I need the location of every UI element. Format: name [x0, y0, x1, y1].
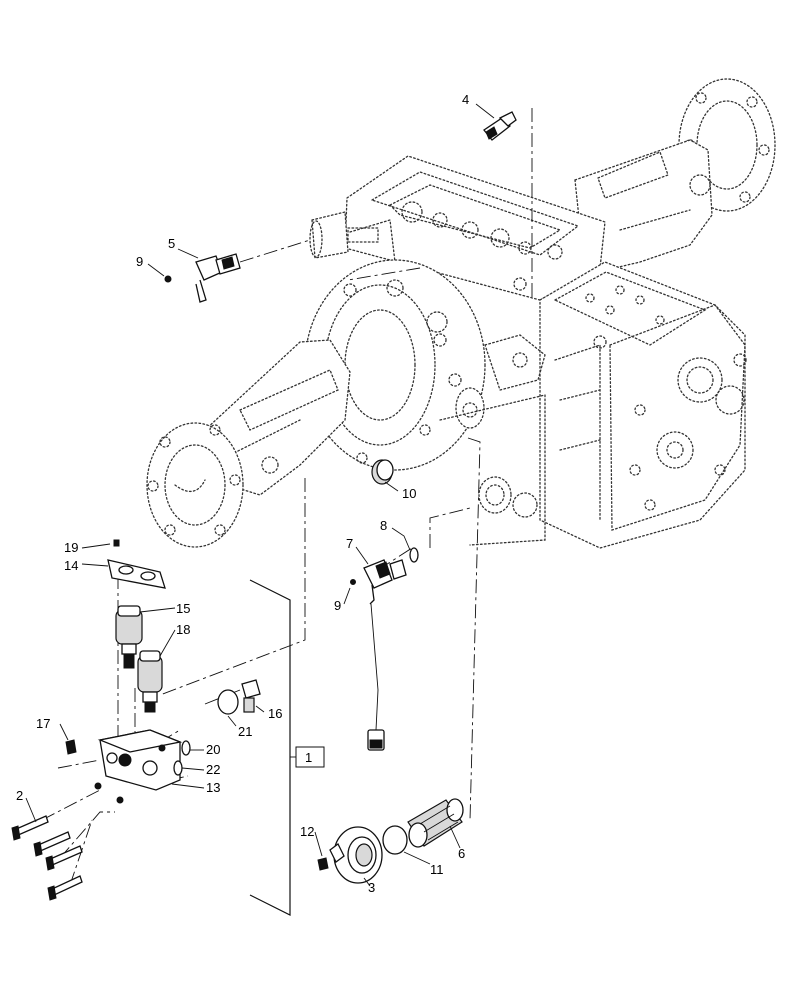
transmission-housing [146, 78, 776, 549]
part-13-valve-body [94, 729, 183, 804]
callout-11: 11 [430, 862, 444, 877]
callout-3: 3 [368, 880, 375, 895]
kit-bracket [249, 579, 291, 916]
part-3-filter-housing [329, 826, 383, 884]
part-10-plug [371, 459, 394, 485]
callout-19: 19 [64, 540, 78, 555]
callout-20: 20 [206, 742, 220, 757]
callout-22: 22 [206, 762, 220, 777]
part-15-solenoid [115, 605, 143, 669]
part-14-gasket [107, 539, 166, 589]
callout-9-upper: 9 [136, 254, 143, 269]
part-4-fitting [483, 111, 517, 141]
kit-callout-box [295, 746, 325, 768]
callout-13: 13 [206, 780, 220, 795]
part-6-filter [407, 798, 464, 848]
callout-8: 8 [380, 518, 387, 533]
part-21-o-ring [217, 689, 239, 715]
callout-2: 2 [16, 788, 23, 803]
assembly-center-lines [41, 108, 533, 886]
callout-leaders [25, 103, 495, 887]
callout-6: 6 [458, 846, 465, 861]
part-20-o-ring [181, 740, 191, 756]
callout-7: 7 [346, 536, 353, 551]
part-22-o-ring [173, 760, 183, 776]
part-12-screw [317, 857, 329, 871]
part-18-solenoid [137, 650, 163, 713]
part-5-sensor [164, 253, 241, 303]
callout-12: 12 [300, 824, 314, 839]
part-16-plug [241, 679, 261, 713]
callout-10: 10 [402, 486, 416, 501]
part-11-o-ring [382, 825, 408, 855]
callout-5: 5 [168, 236, 175, 251]
callout-21: 21 [238, 724, 252, 739]
callout-labels: 1 2 3 4 5 6 7 8 9 9 10 11 12 13 14 15 16… [16, 92, 469, 895]
part-2-bolts [11, 815, 83, 901]
callout-15: 15 [176, 601, 190, 616]
part-17-screw [65, 739, 77, 755]
callout-1: 1 [305, 750, 312, 765]
callout-17: 17 [36, 716, 50, 731]
callout-9-lower: 9 [334, 598, 341, 613]
callout-18: 18 [176, 622, 190, 637]
callout-4: 4 [462, 92, 469, 107]
part-7-speed-sensor [350, 547, 419, 751]
callout-14: 14 [64, 558, 78, 573]
callout-16: 16 [268, 706, 282, 721]
